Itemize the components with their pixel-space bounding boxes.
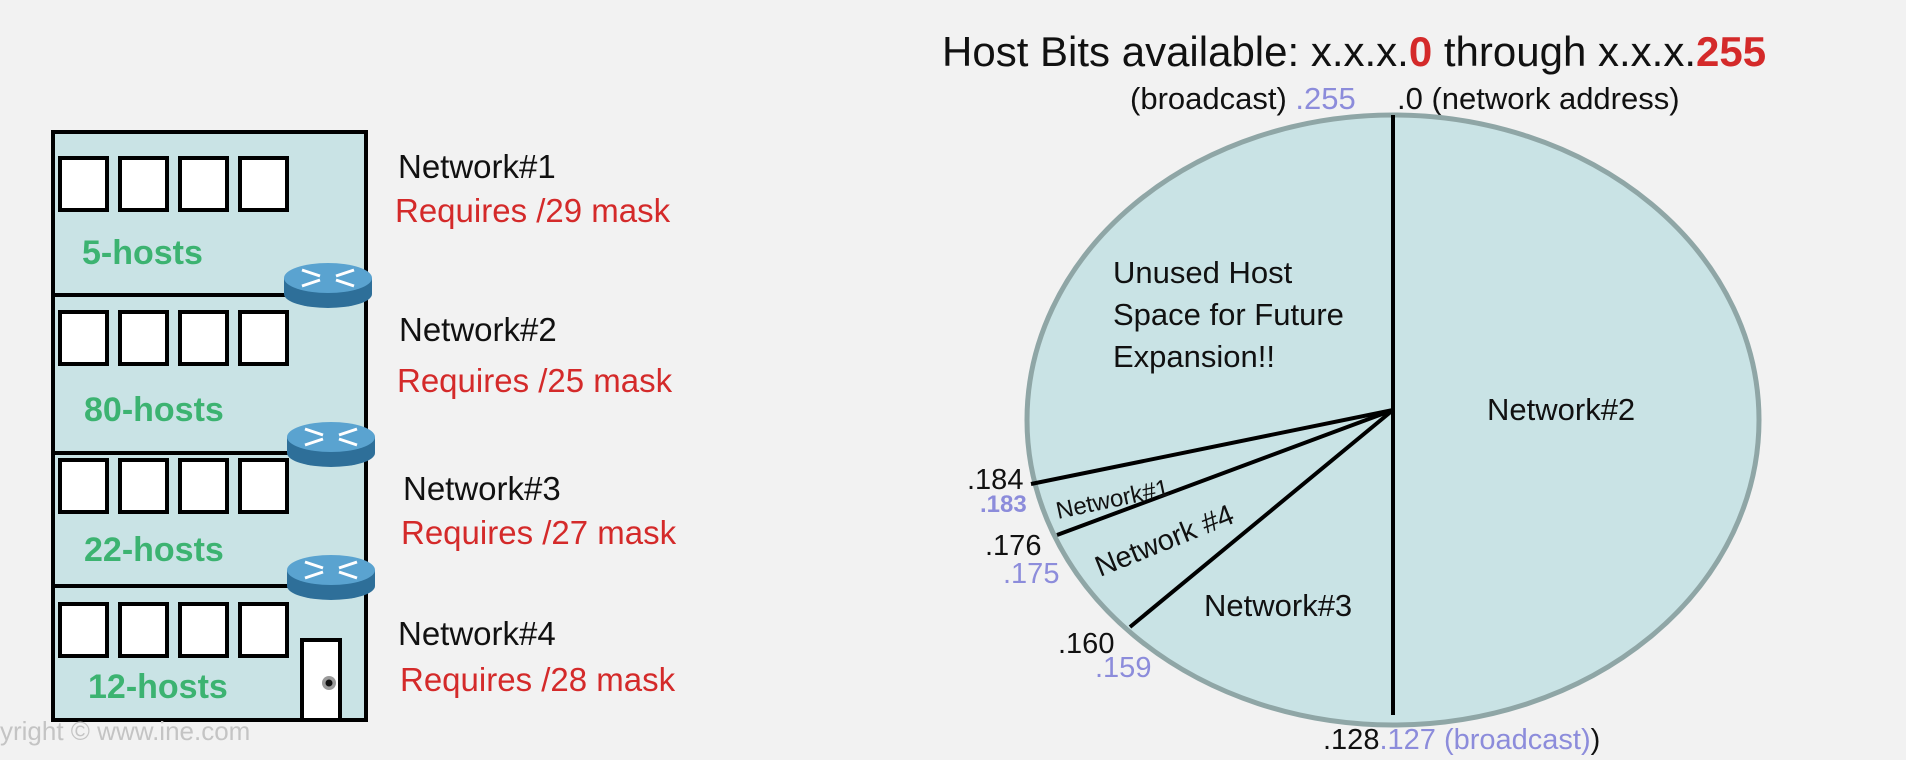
window [118, 458, 169, 514]
boundary-175: .175 [1003, 558, 1059, 590]
pie-bottom-label: .128.127 (broadcast)) [1323, 724, 1600, 756]
door [300, 638, 342, 722]
building: 5-hosts 80-hosts 22-hosts 12-hosts Netwo… [0, 130, 677, 746]
window [118, 310, 169, 366]
window [118, 602, 169, 658]
segment-network-3: Network#3 [1204, 588, 1352, 623]
copyright-watermark: yright © www.ine.com [0, 716, 250, 746]
router-icon [287, 422, 375, 467]
window [238, 156, 289, 212]
window [238, 310, 289, 366]
network-2-label: Network#2 [399, 311, 557, 348]
pie-title-prefix: Host Bits available: x.x.x. [942, 28, 1409, 75]
window [58, 458, 109, 514]
bottom-close-paren: ) [1591, 724, 1601, 756]
boundary-160: .160 [1058, 628, 1114, 660]
window [178, 458, 229, 514]
window [238, 458, 289, 514]
pie-title-first-octet: 0 [1409, 28, 1432, 75]
window [58, 156, 109, 212]
router-icon [284, 263, 372, 308]
boundary-184: .184 [967, 464, 1023, 496]
windows-floor-3 [58, 458, 289, 514]
router-icon [287, 555, 375, 600]
network-4-requirement: Requires /28 mask [400, 661, 676, 698]
floor-4-hosts: 12-hosts [88, 668, 228, 706]
window [178, 156, 229, 212]
bottom-network-128: .128 [1323, 724, 1379, 756]
windows-floor-2 [58, 310, 289, 366]
window [58, 602, 109, 658]
boundary-176: .176 [985, 530, 1041, 562]
window [118, 156, 169, 212]
window [178, 602, 229, 658]
divider-176 [1056, 408, 1394, 537]
window [238, 602, 289, 658]
segment-network-2: Network#2 [1487, 392, 1635, 427]
unused-space-line-1: Unused Host [1113, 255, 1293, 290]
network-1-label: Network#1 [398, 148, 556, 185]
boundary-183: .183 [980, 491, 1027, 518]
windows-floor-1 [58, 156, 289, 212]
broadcast-255: .255 [1295, 81, 1355, 116]
unused-space-line-2: Space for Future [1113, 297, 1344, 332]
door-knob-center [325, 679, 333, 687]
network-2-requirement: Requires /25 mask [397, 362, 673, 399]
floor-2-hosts: 80-hosts [84, 391, 224, 429]
bottom-broadcast-127: .127 (broadcast) [1379, 724, 1590, 756]
divider-160 [1128, 408, 1395, 629]
window [58, 310, 109, 366]
network-4-label: Network#4 [398, 615, 556, 652]
floor-1-hosts: 5-hosts [82, 234, 203, 272]
unused-space-line-3: Expansion!! [1113, 339, 1275, 374]
boundary-159: .159 [1095, 652, 1151, 684]
windows-floor-4 [58, 602, 289, 658]
pie-top-right-label: .0 (network address) [1397, 81, 1680, 116]
pie-title-last-octet: 255 [1696, 28, 1766, 75]
network-1-requirement: Requires /29 mask [395, 192, 671, 229]
pie-title-middle: through x.x.x. [1432, 28, 1696, 75]
network-3-label: Network#3 [403, 470, 561, 507]
pie-top-left-label: (broadcast) .255 [1130, 81, 1356, 116]
window [178, 310, 229, 366]
network-3-requirement: Requires /27 mask [401, 514, 677, 551]
floor-3-hosts: 22-hosts [84, 531, 224, 569]
pie-title: Host Bits available: x.x.x.0 through x.x… [942, 28, 1766, 75]
divider-184 [1030, 408, 1394, 486]
broadcast-prefix: (broadcast) [1130, 81, 1295, 116]
address-pie: Host Bits available: x.x.x.0 through x.x… [942, 28, 1766, 756]
